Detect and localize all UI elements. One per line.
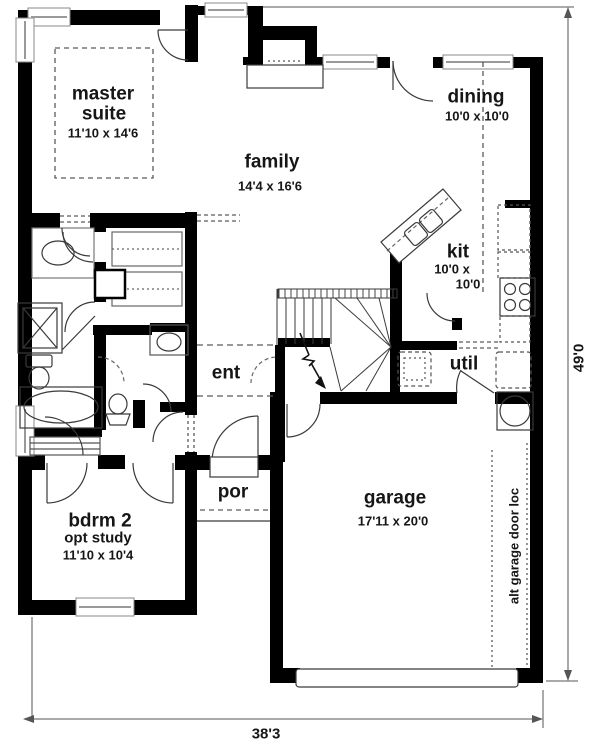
utility-fixtures xyxy=(397,351,534,431)
cased-opening-arc-2 xyxy=(97,356,125,384)
front-door xyxy=(211,415,259,463)
bedroom2-door-right xyxy=(132,462,174,504)
room-dims-garage: 17'11 x 20'0 xyxy=(357,513,429,529)
room-label-family: family xyxy=(244,151,300,173)
stair-arrowhead xyxy=(315,376,326,389)
vanity-door xyxy=(62,231,94,263)
room-dims-dining: 10'0 x 10'0 xyxy=(444,108,510,124)
stairs xyxy=(276,288,398,392)
master-bath-door xyxy=(61,227,91,257)
annotation-alt-garage-door: alt garage door loc xyxy=(506,487,522,605)
master-ceiling-dash xyxy=(54,47,154,179)
room-label-porch: por xyxy=(217,481,249,503)
linen-door xyxy=(44,416,84,456)
room-dims-bedroom2: 11'10 x 10'4 xyxy=(62,547,134,563)
garage-entry-door xyxy=(286,403,321,438)
dryer xyxy=(495,351,532,389)
dining-door xyxy=(392,60,434,102)
kitchen-fixtures xyxy=(380,188,536,343)
toilet-room-door xyxy=(64,301,96,333)
room-subtitle-bedroom2: opt study xyxy=(64,529,132,547)
room-label-master-line1: master xyxy=(71,83,135,105)
cabinet xyxy=(93,268,127,300)
bedroom2-door-left xyxy=(46,462,88,504)
bath2-vanity xyxy=(149,324,189,356)
kitchen-door xyxy=(426,292,456,322)
master-door xyxy=(157,29,189,61)
walls xyxy=(17,5,543,683)
linen-shelves xyxy=(29,436,101,456)
room-dims-family: 14'4 x 16'6 xyxy=(237,178,303,194)
room-dims-kitchen-line2: 10'0 xyxy=(455,276,481,292)
room-label-utility: util xyxy=(449,353,479,375)
room-label-bedroom2: bdrm 2 xyxy=(68,510,132,532)
dashed-lines xyxy=(54,47,528,674)
water-heater xyxy=(496,391,534,431)
doors xyxy=(44,29,495,504)
bath2-door xyxy=(142,383,172,413)
bath2-toilet xyxy=(105,393,131,426)
hall-door xyxy=(152,411,184,443)
shower xyxy=(17,302,96,354)
tub xyxy=(19,386,103,429)
sink xyxy=(41,240,75,266)
washer xyxy=(397,351,432,387)
room-dims-master: 11'10 x 14'6 xyxy=(67,125,139,141)
room-label-kitchen: kit xyxy=(446,241,470,263)
room-dims-kitchen-line1: 10'0 x xyxy=(434,261,470,277)
dimension-width: 38'3 xyxy=(251,725,281,743)
bathroom-fixtures xyxy=(17,227,189,456)
room-label-entry: ent xyxy=(211,362,241,384)
garage-door xyxy=(295,668,519,688)
fireplace-hearth xyxy=(246,60,324,89)
room-label-master-line2: suite xyxy=(81,103,127,125)
room-label-garage: garage xyxy=(363,487,427,509)
room-label-dining: dining xyxy=(447,86,505,108)
front-stoop xyxy=(209,456,259,478)
dimension-lines xyxy=(23,6,578,728)
toilet xyxy=(25,354,53,390)
util-door xyxy=(456,369,462,394)
dimension-height: 49'0 xyxy=(570,343,588,373)
cased-opening-arc xyxy=(250,356,278,384)
openings xyxy=(197,456,519,688)
